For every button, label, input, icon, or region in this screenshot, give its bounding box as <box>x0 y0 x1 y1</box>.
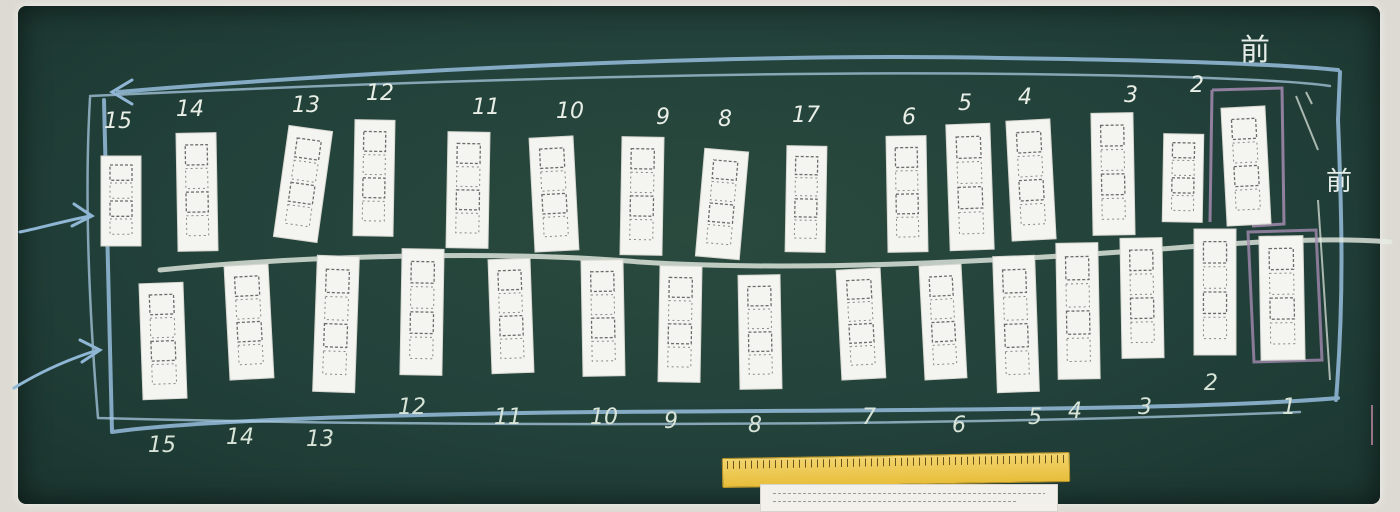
top-row-card <box>695 148 748 259</box>
top-row-number-label: 5 <box>958 91 972 116</box>
top-row-card <box>886 136 928 253</box>
paper-note <box>760 484 1058 512</box>
bottom-row-card <box>658 266 702 383</box>
bottom-row-card <box>488 258 534 373</box>
note-line <box>773 501 1017 502</box>
bottom-row-card <box>313 255 360 392</box>
top-row-card <box>529 136 579 252</box>
bottom-row-number-label: 3 <box>1138 395 1152 420</box>
bottom-row-card <box>738 275 782 390</box>
bottom-row-number-label: 12 <box>398 395 426 420</box>
top-row-card <box>1006 119 1056 241</box>
bottom-row-card <box>1056 243 1100 380</box>
bottom-row-card <box>836 268 886 380</box>
top-row-number-label: 2 <box>1190 73 1204 98</box>
bottom-row-card <box>581 260 625 377</box>
top-row-cards <box>101 106 1271 260</box>
bottom-row-number-label: 10 <box>590 405 618 430</box>
yellow-ruler <box>722 452 1070 488</box>
bottom-row-card <box>1194 229 1236 355</box>
bottom-row-number-label: 4 <box>1068 399 1082 424</box>
bottom-row-number-label: 2 <box>1204 371 1218 396</box>
bottom-row-card <box>993 255 1040 392</box>
bottom-row-card <box>139 282 187 399</box>
bottom-row-card <box>224 264 274 380</box>
top-row-number-label: 4 <box>1018 85 1032 110</box>
bottom-row-number-label: 11 <box>494 405 522 430</box>
bottom-row-number-label: 14 <box>226 425 254 450</box>
top-row-card <box>1162 134 1204 223</box>
right-side-glyph: 前 <box>1326 167 1352 197</box>
top-row-number-label: 12 <box>366 81 394 106</box>
top-row-number-label: 10 <box>556 99 584 124</box>
top-row-card <box>620 137 664 256</box>
top-row-number-label: 14 <box>176 97 204 122</box>
pink-chalk-mark: ｜ <box>1352 404 1392 450</box>
top-row-card <box>273 125 332 242</box>
top-row-card <box>176 133 218 252</box>
bottom-row-number-label: 15 <box>148 433 176 458</box>
bottom-row-number-label: 7 <box>862 405 876 430</box>
bottom-row-number-label: 6 <box>952 413 966 438</box>
bottom-row-number-label: 5 <box>1028 405 1042 430</box>
bottom-row-card <box>919 264 967 380</box>
top-row-number-label: 9 <box>656 105 670 130</box>
note-line <box>773 493 1045 494</box>
top-row-card <box>353 120 395 237</box>
top-row-number-label: 15 <box>104 109 132 134</box>
bottom-row-number-label: 1 <box>1282 395 1296 420</box>
top-row-card <box>1091 113 1135 236</box>
bottom-row-card <box>400 249 444 376</box>
top-row-card <box>446 132 490 249</box>
top-row-number-label: 11 <box>472 95 500 120</box>
ruler-ticks <box>727 455 1065 469</box>
top-row-number-label: 13 <box>292 93 320 118</box>
top-row-number-label: 17 <box>792 103 820 128</box>
bottom-row-card <box>1259 236 1305 361</box>
left-arrow-lower <box>14 340 100 388</box>
top-row-card <box>785 146 827 253</box>
bottom-row-number-label: 13 <box>306 427 334 452</box>
top-row-card <box>946 123 994 250</box>
bottom-row-card <box>1120 238 1164 359</box>
top-row-number-label: 3 <box>1124 83 1138 108</box>
right-top-glyph: 前 <box>1240 33 1270 68</box>
bottom-row-number-label: 9 <box>664 409 678 434</box>
top-row-card <box>101 156 141 246</box>
top-row-number-label: 8 <box>718 107 732 132</box>
top-row-number-label: 6 <box>902 105 916 130</box>
bottom-row-number-label: 8 <box>748 413 762 438</box>
left-arrow-upper <box>20 204 92 232</box>
top-row-card <box>1221 106 1271 226</box>
